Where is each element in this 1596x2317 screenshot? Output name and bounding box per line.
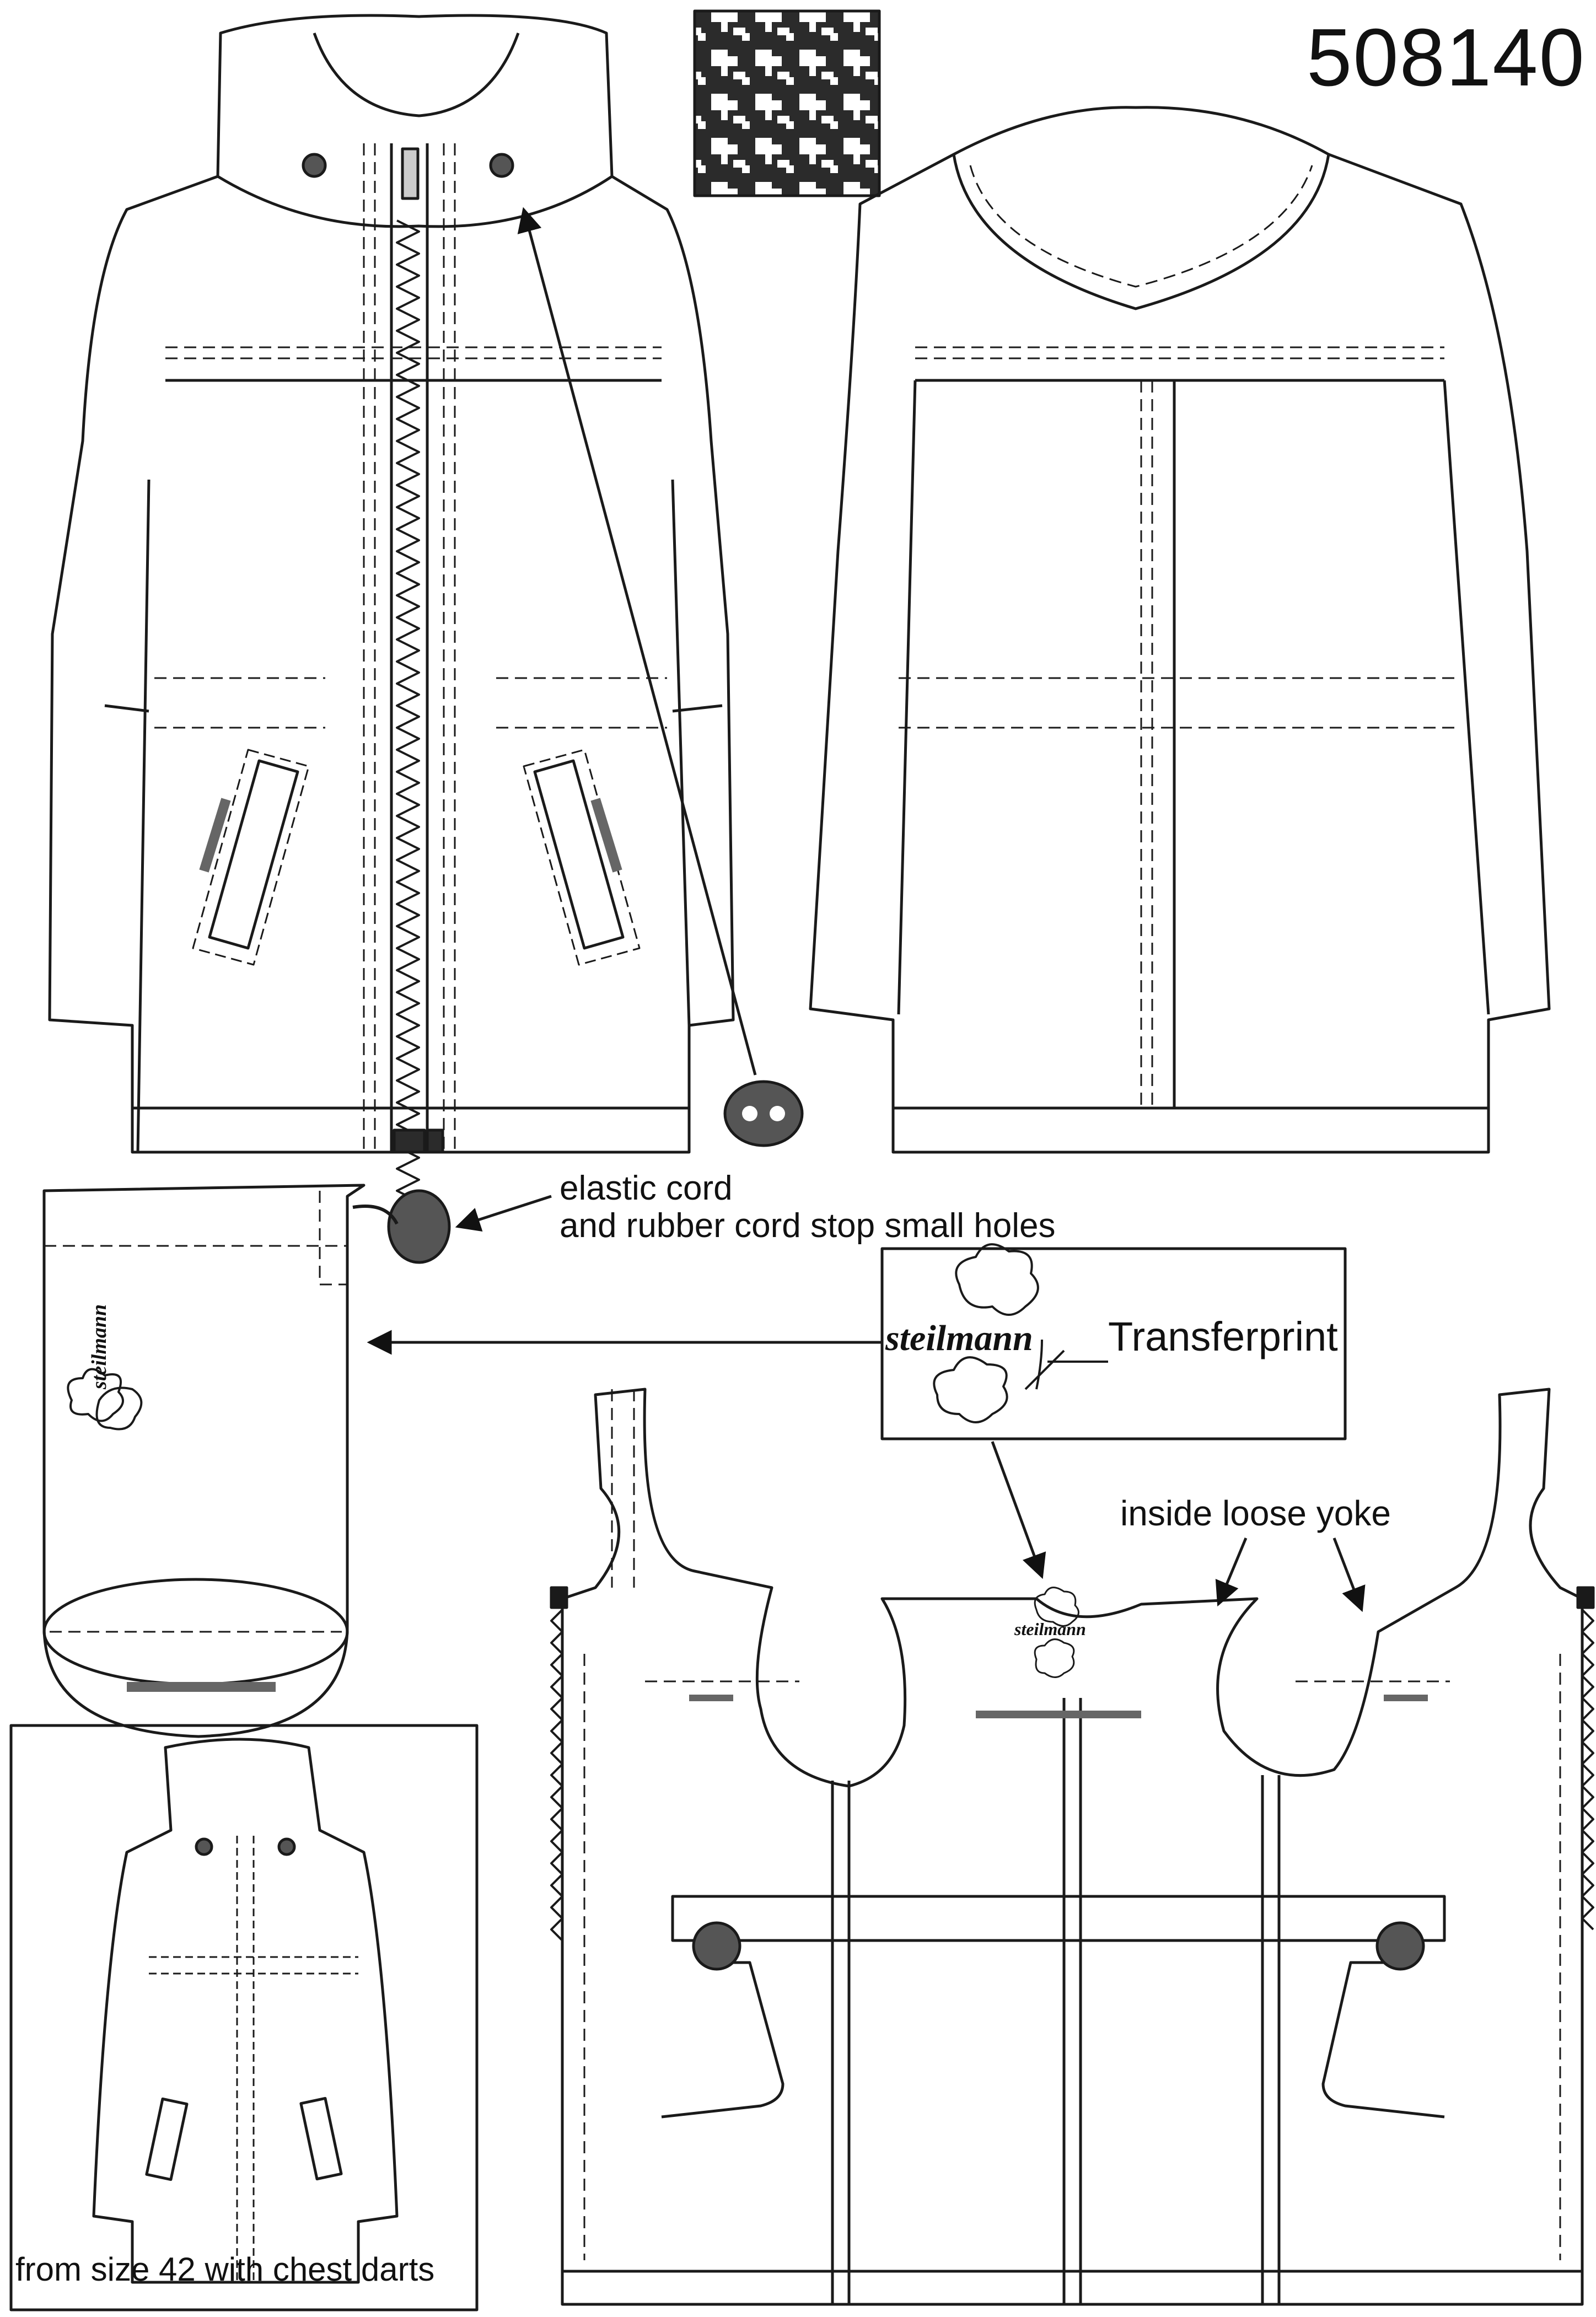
front-sleeve-seam-right — [671, 479, 691, 1026]
cord-stop-label: and rubber cord stop small holes — [560, 1207, 1056, 1245]
back-hood-stitch — [969, 165, 1313, 288]
houndstooth-swatch — [693, 9, 881, 197]
back-body-outline — [809, 106, 1551, 1154]
inside-zipper-right — [1581, 1609, 1594, 1931]
back-sleeve-left — [897, 380, 917, 1015]
cord-stop-icon — [302, 153, 514, 178]
inside-pocket-left — [661, 1961, 784, 2119]
front-view — [48, 14, 735, 1203]
cord-stop-large — [723, 1080, 804, 1147]
drawstring-bag — [42, 1184, 552, 1738]
inside-stitching — [583, 1389, 1561, 2260]
back-view — [809, 106, 1551, 1154]
front-pocket-right — [523, 749, 641, 966]
transferprint-label: Transferprint — [1108, 1314, 1338, 1359]
arrow-icon — [1215, 1538, 1248, 1607]
flower-logo-icon — [67, 1368, 143, 1431]
cord-stop-icon — [692, 1921, 741, 1971]
front-zipper — [363, 143, 456, 1203]
flower-logo-icon — [1034, 1587, 1079, 1678]
arrow-icon — [991, 1441, 1046, 1579]
brand-logo-text-inside: steilmann — [1014, 1619, 1086, 1639]
inside-pocket-bar — [671, 1895, 1446, 1942]
front-waist-right — [672, 704, 723, 713]
front-hood-fold — [217, 175, 613, 228]
inside-view — [550, 1388, 1595, 2306]
transferprint-box — [880, 1247, 1347, 1440]
front-waist-left — [104, 704, 149, 713]
inside-zipper-left — [550, 1609, 563, 1942]
arrow-icon — [1332, 1538, 1366, 1612]
front-sleeve-seam-left — [136, 479, 151, 1153]
brand-logo-text: steilmann — [885, 1318, 1033, 1358]
back-stitching — [899, 346, 1455, 1108]
inside-pocket-right — [1321, 1961, 1445, 2119]
front-pocket-left — [192, 749, 310, 966]
cord-stop-icon — [1375, 1921, 1425, 1971]
inside-outline — [561, 1388, 1584, 2306]
flower-logo-icon — [933, 1243, 1108, 1423]
cord-stop-icon — [387, 1189, 451, 1264]
elastic-cord-label: elastic cord — [560, 1169, 733, 1207]
inside-seams — [562, 1698, 1582, 2304]
style-number: 508140 — [1307, 12, 1586, 103]
front-hood-inner — [313, 33, 520, 117]
front-body-outline — [48, 14, 735, 1154]
brand-logo-text-bag: steilmann — [88, 1304, 111, 1389]
back-sleeve-right — [1443, 380, 1490, 1015]
arrow-icon — [517, 207, 757, 1076]
front-yoke-stitching — [154, 346, 667, 729]
chest-darts-note: from size 42 with chest darts — [15, 2251, 435, 2288]
inside-loose-yoke-label: inside loose yoke — [1120, 1493, 1391, 1533]
arrow-icon — [455, 1195, 552, 1232]
chest-darts-variant — [9, 1724, 479, 2311]
back-hood — [952, 154, 1330, 310]
